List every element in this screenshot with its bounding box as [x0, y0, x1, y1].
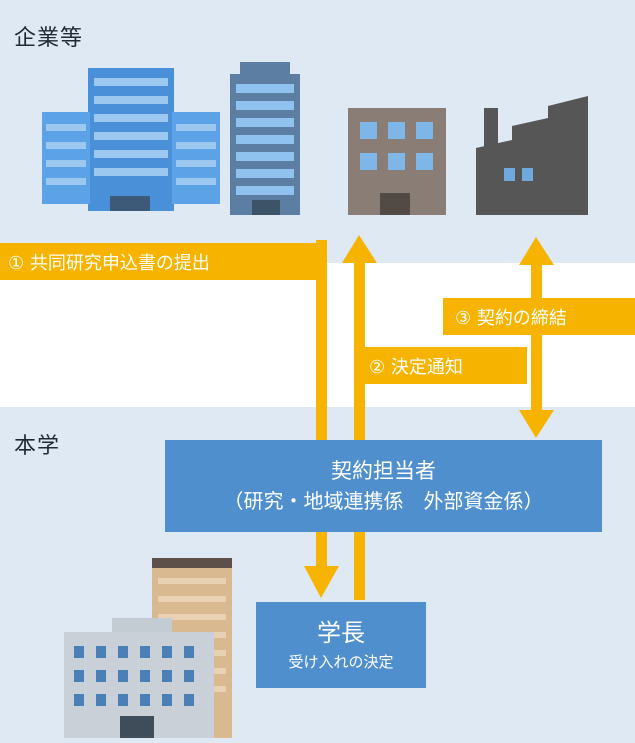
- arrow-contract-bidirectional: [519, 237, 554, 438]
- small-office-icon: [348, 108, 446, 215]
- tower-building-icon: [230, 62, 300, 215]
- university-campus-icon: [64, 558, 232, 738]
- step2-label: ② 決定通知: [355, 347, 527, 384]
- step3-label: ③ 契約の締結: [443, 298, 635, 335]
- factory-icon: [476, 96, 588, 215]
- arrow-notification-up: [342, 235, 377, 600]
- president-title: 学長: [317, 619, 365, 647]
- contract-office-box: 契約担当者 （研究・地域連携係 外部資金係）: [165, 440, 602, 532]
- president-box: 学長 受け入れの決定: [256, 602, 426, 688]
- president-subtitle: 受け入れの決定: [288, 653, 394, 671]
- contract-office-title: 契約担当者: [331, 459, 436, 483]
- arrow-application-down: [304, 240, 339, 598]
- contract-office-subtitle: （研究・地域連携係 外部資金係）: [223, 489, 544, 513]
- companies-title: 企業等: [14, 26, 84, 51]
- university-title: 本学: [14, 434, 61, 459]
- office-building-icon: [42, 68, 220, 211]
- step1-label: ① 共同研究申込書の提出: [0, 243, 327, 280]
